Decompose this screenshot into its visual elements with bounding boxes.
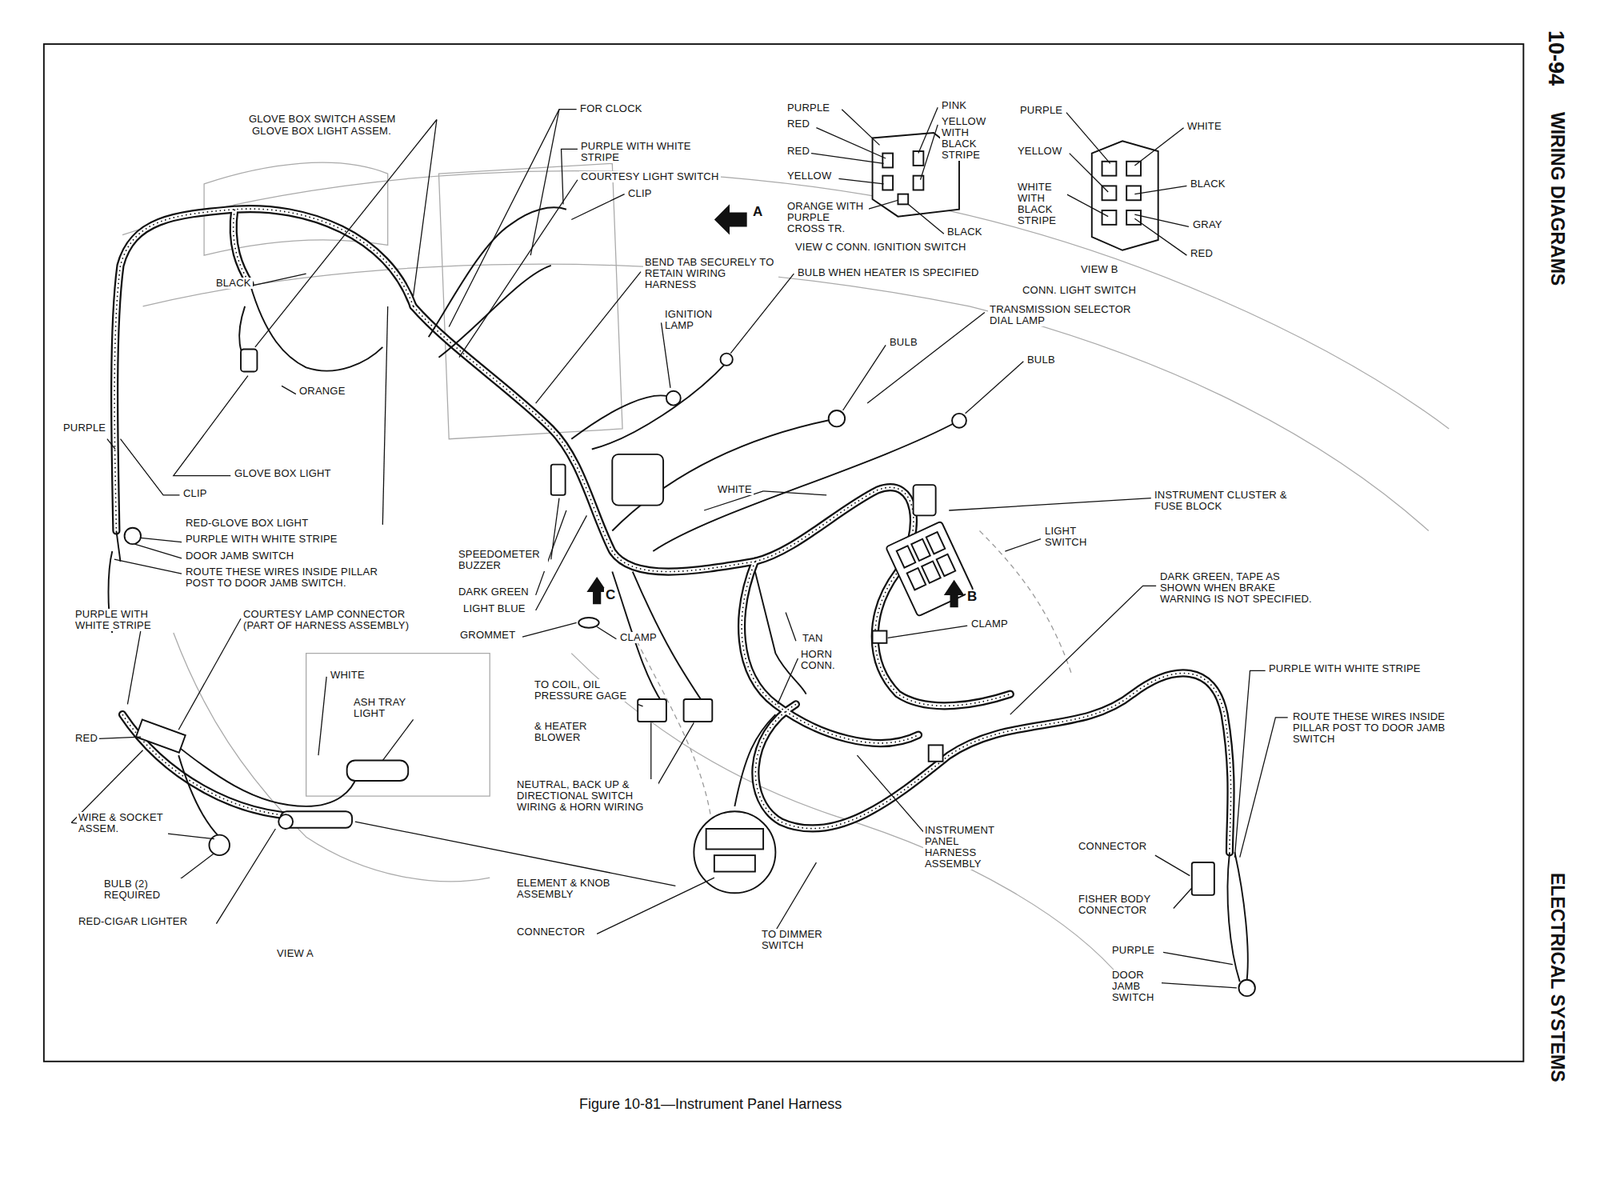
view-letter: A [751, 204, 764, 220]
callout-label: VIEW B [1079, 264, 1120, 276]
callout-label: YELLOW [1016, 145, 1064, 157]
callout-label: RED [785, 118, 812, 130]
callout-label: WHITE [328, 669, 367, 681]
callout-label: PINK [940, 100, 968, 112]
callout-label: ROUTE THESE WIRES INSIDE PILLAR POST TO … [1291, 711, 1471, 745]
callout-label: CONNECTOR [515, 926, 587, 938]
callout-label: HORN CONN. [799, 648, 847, 672]
callout-label: CLAMP [969, 618, 1010, 630]
single-wires [108, 207, 1248, 982]
callout-label: FOR CLOCK [578, 103, 644, 115]
callout-label: WHITE WITH BLACK STRIPE [1016, 181, 1068, 227]
callout-label: IGNITION LAMP [663, 308, 731, 332]
callout-label: BLACK [945, 226, 984, 238]
callout-label: PURPLE WITH WHITE STRIPE [579, 140, 707, 164]
callout-label: PURPLE WITH WHITE STRIPE [184, 533, 340, 545]
callout-label: NEUTRAL, BACK UP & DIRECTIONAL SWITCH WI… [515, 779, 659, 813]
wire-harness [114, 208, 1231, 852]
callout-label: PURPLE [785, 102, 832, 114]
callout-label: BULB [1025, 354, 1057, 366]
callout-label: DARK GREEN [456, 586, 531, 598]
callout-label: LIGHT SWITCH [1043, 525, 1095, 548]
callout-label: CONNECTOR [1076, 840, 1148, 852]
callout-label: ROUTE THESE WIRES INSIDE PILLAR POST TO … [184, 566, 384, 589]
view-b-connector [1092, 140, 1159, 250]
callout-label: PURPLE [1018, 104, 1064, 116]
callout-label: ORANGE [297, 385, 348, 397]
callout-label: BEND TAB SECURELY TO RETAIN WIRING HARNE… [643, 256, 779, 291]
callout-label: TO DIMMER SWITCH [760, 928, 828, 952]
callout-label: GLOVE BOX LIGHT ASSEM. [250, 125, 393, 137]
callout-label: GRAY [1191, 219, 1224, 231]
callout-label: TO COIL, OIL PRESSURE GAGE [532, 679, 632, 702]
callout-label: RED [1188, 248, 1215, 260]
callout-label: FISHER BODY CONNECTOR [1076, 893, 1160, 916]
callout-label: PURPLE [1110, 944, 1156, 956]
callout-label: COURTESY LAMP CONNECTOR (PART OF HARNESS… [241, 608, 437, 632]
view-arrows [586, 204, 964, 608]
callout-label: RED [785, 145, 812, 157]
callout-label: TAN [800, 632, 825, 644]
figure-caption: Figure 10-81—Instrument Panel Harness [579, 1096, 842, 1113]
callout-label: PURPLE WITH WHITE STRIPE [1267, 663, 1423, 675]
callout-label: RED [73, 732, 100, 744]
callout-label: CLAMP [618, 632, 659, 644]
callout-label: YELLOW WITH BLACK STRIPE [940, 116, 996, 161]
callout-label: VIEW A [275, 948, 316, 960]
callout-label: PURPLE WITH WHITE STRIPE [73, 608, 169, 632]
callout-label: WHITE [716, 484, 754, 496]
callout-label: GLOVE BOX SWITCH ASSEM [247, 113, 398, 125]
callout-label: ASH TRAY LIGHT [352, 696, 420, 720]
callout-label: GLOVE BOX LIGHT [232, 468, 333, 480]
page-header: WIRING DIAGRAMS [1546, 112, 1568, 286]
callout-label: WIRE & SOCKET ASSEM. [76, 812, 168, 835]
callout-label: BLACK [214, 277, 253, 289]
callout-label: ORANGE WITH PURPLE CROSS TR. [785, 200, 869, 235]
callout-label: YELLOW [785, 170, 833, 182]
callout-label: CONN. LIGHT SWITCH [1020, 284, 1138, 296]
callout-label: CLIP [626, 188, 654, 200]
callout-label: DOOR JAMB SWITCH [184, 550, 296, 562]
view-letter: B [965, 589, 979, 604]
callout-label: LIGHT BLUE [461, 603, 528, 615]
leader-lines [71, 107, 1288, 988]
dashboard-outline [122, 162, 1449, 980]
callout-label: BULB [888, 336, 920, 348]
callout-label: ELEMENT & KNOB ASSEMBLY [515, 877, 615, 900]
callout-label: BULB WHEN HEATER IS SPECIFIED [796, 267, 981, 279]
callout-label: CLIP [181, 488, 209, 500]
callout-label: WHITE [1185, 120, 1224, 132]
callout-label: INSTRUMENT PANEL HARNESS ASSEMBLY [923, 824, 1007, 870]
callout-label: DARK GREEN, TAPE AS SHOWN WHEN BRAKE WAR… [1158, 571, 1314, 605]
callout-label: GROMMET [458, 629, 517, 641]
page-header: ELECTRICAL SYSTEMS [1546, 872, 1568, 1083]
callout-label: BLACK [1188, 178, 1228, 190]
callout-label: COURTESY LIGHT SWITCH [579, 171, 721, 183]
callout-label: DOOR JAMB SWITCH [1110, 969, 1162, 1004]
callout-label: & HEATER BLOWER [532, 720, 608, 744]
callout-label: VIEW C CONN. IGNITION SWITCH [793, 241, 968, 253]
callout-label: TRANSMISSION SELECTOR DIAL LAMP [988, 304, 1152, 327]
callout-label: PURPLE [61, 422, 108, 434]
callout-label: RED-CIGAR LIGHTER [76, 916, 189, 928]
callout-label: INSTRUMENT CLUSTER & FUSE BLOCK [1152, 489, 1304, 512]
callout-label: SPEEDOMETER BUZZER [456, 548, 548, 572]
callout-label: BULB (2) REQUIRED [102, 878, 182, 901]
callout-label: RED-GLOVE BOX LIGHT [184, 517, 310, 529]
page-header: 10-94 [1543, 30, 1568, 86]
view-letter: C [604, 588, 617, 603]
frame [44, 44, 1524, 1062]
components [124, 348, 1256, 996]
